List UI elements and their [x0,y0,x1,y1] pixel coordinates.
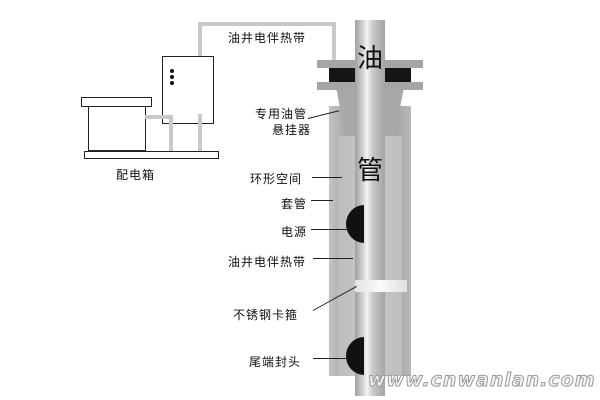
heating-cable-top [198,22,334,26]
watermark: www.cnwanlan.com [368,369,596,392]
seal-block-right [385,68,411,82]
indicator-dot [170,81,174,85]
clamp-label: 不锈钢卡箍 [233,308,299,322]
power-label: 电源 [281,225,308,239]
power-connector [346,205,364,243]
transformer-box [88,106,146,151]
casing-label: 套管 [281,197,308,211]
connector-pipe [169,115,173,151]
tubing-char-top: 油 [357,44,384,74]
hanger-label-line1: 专用油管 [255,107,308,121]
seal-block-left [329,68,355,82]
distribution-box-label: 配电箱 [116,168,156,182]
transformer-lid [81,97,152,107]
connector-pipe [198,114,202,151]
end-seal-leader [313,358,348,359]
indicator-dot [170,75,174,79]
end-seal [346,337,364,375]
heating-cable-riser [198,22,202,56]
annulus-leader [312,177,342,178]
annulus-label: 环形空间 [250,172,303,186]
hanger-label-line2: 悬挂器 [272,123,312,137]
stainless-clamp [355,280,407,292]
indicator-dot [170,69,174,73]
heating-cable-label-mid: 油井电伴热带 [228,255,307,269]
casing-leader [311,200,333,201]
control-cabinet [162,56,214,124]
power-leader [311,229,348,230]
tubing-char-middle: 管 [357,156,384,186]
end-seal-label: 尾端封头 [249,355,302,369]
connector-pipe [145,115,173,119]
heating-cable-down [332,22,336,62]
distribution-box-base [84,151,219,159]
heating-cable-label-top: 油井电伴热带 [228,31,307,45]
heating-cable-leader [313,258,353,259]
